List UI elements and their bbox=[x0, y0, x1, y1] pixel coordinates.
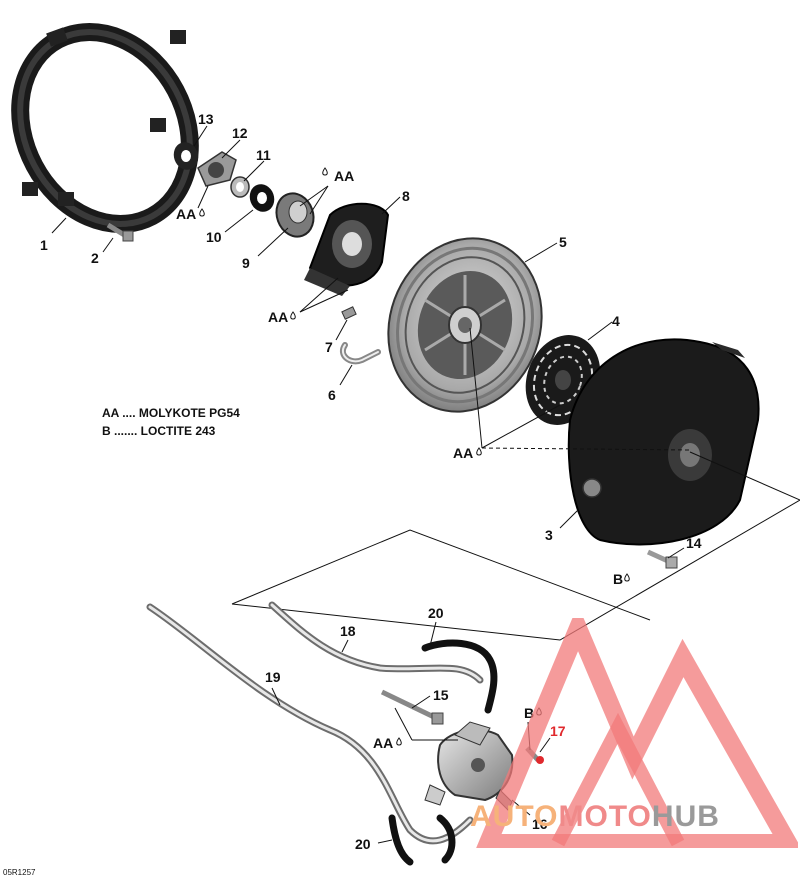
part-5-rope-pulley bbox=[387, 237, 543, 413]
part-18-cable bbox=[268, 601, 484, 684]
callout-1: 1 bbox=[40, 237, 48, 253]
lube-mark-aa-5: AA bbox=[373, 735, 393, 751]
callout-19: 19 bbox=[265, 669, 281, 685]
callout-18: 18 bbox=[340, 623, 356, 639]
part-9-ratchet bbox=[275, 192, 315, 238]
callout-labels: 1 2 3 4 5 6 7 8 9 10 11 12 13 14 15 16 1… bbox=[40, 111, 702, 852]
lube-mark-aa-1: AA bbox=[176, 206, 196, 222]
callout-8: 8 bbox=[402, 188, 410, 204]
watermark-logo bbox=[476, 618, 798, 848]
callout-12: 12 bbox=[232, 125, 248, 141]
part-14-bolt bbox=[646, 549, 678, 569]
callout-20-lower: 20 bbox=[355, 836, 371, 852]
part-12-cam-plate bbox=[197, 151, 237, 187]
part-16-lever-assembly bbox=[424, 721, 514, 811]
lube-code-labels: AA AA AA AA AA B B bbox=[176, 168, 623, 751]
callout-3: 3 bbox=[545, 527, 553, 543]
leader-lines-lower bbox=[271, 621, 551, 844]
legend-b: B ....... LOCTITE 243 bbox=[102, 424, 216, 438]
part-1-mounting-ring bbox=[11, 23, 199, 233]
callout-7: 7 bbox=[325, 339, 333, 355]
part-3-starter-housing bbox=[567, 338, 760, 546]
part-8-hub-housing bbox=[304, 202, 390, 296]
callout-15: 15 bbox=[433, 687, 449, 703]
part-19-cable bbox=[146, 603, 474, 845]
callout-9: 9 bbox=[242, 255, 250, 271]
part-20-cable-sheath-upper bbox=[421, 639, 498, 714]
callout-6: 6 bbox=[328, 387, 336, 403]
callout-4: 4 bbox=[612, 313, 620, 329]
part-10-ring bbox=[249, 184, 275, 212]
callout-20-upper: 20 bbox=[428, 605, 444, 621]
part-13-lock-washer bbox=[173, 142, 199, 170]
leader-lines bbox=[51, 125, 691, 559]
callout-10: 10 bbox=[206, 229, 222, 245]
watermark-text-moto: MOTO bbox=[558, 800, 652, 833]
part-11-washer bbox=[230, 176, 250, 198]
part-2-bolt bbox=[106, 222, 134, 242]
callout-2: 2 bbox=[91, 250, 99, 266]
legend-aa: AA .... MOLYKOTE PG54 bbox=[102, 406, 240, 420]
lube-mark-b-2: B bbox=[524, 705, 534, 721]
callout-5: 5 bbox=[559, 234, 567, 250]
part-6-rope-guide bbox=[340, 342, 381, 365]
callout-13: 13 bbox=[198, 111, 214, 127]
part-15-bolt bbox=[380, 689, 444, 725]
callout-17: 17 bbox=[550, 723, 566, 739]
lube-mark-aa-4: AA bbox=[453, 445, 473, 461]
part-20-cable-sheath-lower bbox=[388, 814, 456, 866]
reference-frame-lines bbox=[231, 451, 800, 641]
watermark-text: AUTOMOTOHUB bbox=[470, 800, 720, 834]
part-7-key bbox=[341, 306, 357, 320]
callout-14: 14 bbox=[686, 535, 702, 551]
watermark-text-auto: AUTO bbox=[470, 800, 559, 833]
lube-mark-aa-2: AA bbox=[334, 168, 354, 184]
lube-mark-aa-3: AA bbox=[268, 309, 288, 325]
lube-mark-b-1: B bbox=[613, 571, 623, 587]
callout-11: 11 bbox=[256, 147, 271, 163]
drawing-code: 05R1257 bbox=[3, 868, 36, 877]
callout-16: 16 bbox=[532, 816, 548, 832]
watermark-text-hub: HUB bbox=[651, 800, 720, 833]
